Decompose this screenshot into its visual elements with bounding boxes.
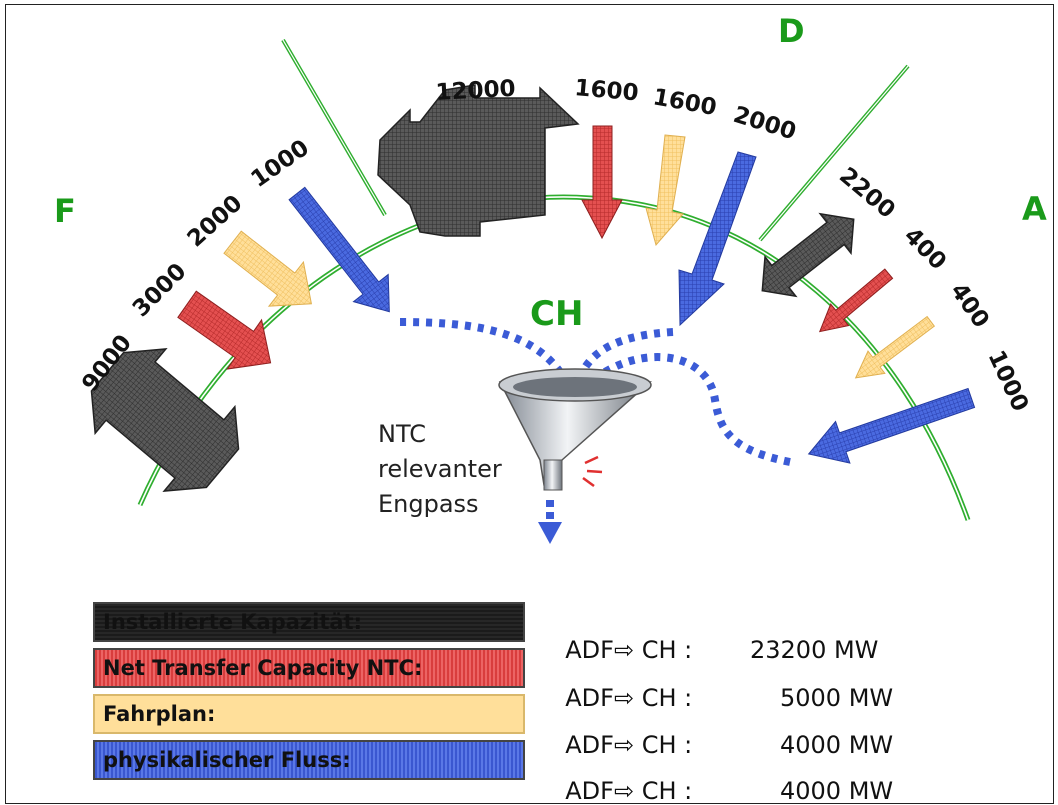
arrow-d-ntc bbox=[581, 125, 623, 240]
funnel-note-line2: relevanter bbox=[378, 455, 502, 483]
legend-flow-route: ADF⇨ CH : bbox=[565, 777, 693, 805]
country-f: F bbox=[54, 192, 76, 230]
legend-ntc-value-row: ADF⇨ CH : 5000 MW bbox=[550, 656, 893, 712]
arrow-a-flow bbox=[807, 387, 976, 464]
funnel-note-line1: NTC bbox=[378, 420, 426, 448]
country-ch: CH bbox=[530, 294, 583, 334]
value-d-installed: 12000 bbox=[435, 76, 516, 106]
country-d: D bbox=[778, 12, 805, 50]
legend-installed-label: Installierte Kapazität: bbox=[93, 602, 525, 642]
arrow-d-plan bbox=[645, 134, 686, 247]
value-d-ntc: 1600 bbox=[573, 75, 639, 106]
arrow-a-plan bbox=[854, 315, 936, 379]
value-a-installed: 2200 bbox=[834, 163, 900, 224]
value-f-flow: 1000 bbox=[247, 135, 314, 193]
value-a-ntc: 400 bbox=[899, 223, 951, 275]
legend-ntc-value: 5000 MW bbox=[780, 684, 894, 712]
flow-paths bbox=[399, 318, 791, 466]
arrow-f-plan bbox=[223, 230, 312, 307]
legend-installed-value: 23200 MW bbox=[750, 636, 879, 664]
funnel-note-line3: Engpass bbox=[378, 490, 479, 518]
arrow-f-flow bbox=[288, 186, 390, 313]
value-a-flow: 1000 bbox=[983, 347, 1034, 416]
legend-installed-route: ADF⇨ CH : bbox=[565, 636, 693, 664]
legend-flow-value: 4000 MW bbox=[780, 777, 894, 805]
legend-plan-value: 4000 MW bbox=[780, 731, 894, 759]
legend-installed-value-row: ADF⇨ CH : 23200 MW bbox=[550, 608, 878, 664]
value-a-plan: 400 bbox=[945, 279, 994, 333]
legend-flow-value-row: ADF⇨ CH : 4000 MW bbox=[550, 749, 893, 805]
legend-plan-label: Fahrplan: bbox=[93, 694, 525, 734]
value-d-flow: 2000 bbox=[730, 102, 799, 146]
legend-flow-label: physikalischer Fluss: bbox=[93, 740, 525, 780]
arrow-f-installed bbox=[90, 348, 240, 492]
value-d-plan: 1600 bbox=[651, 84, 719, 121]
legend-ntc-route: ADF⇨ CH : bbox=[565, 684, 693, 712]
legend-plan-route: ADF⇨ CH : bbox=[565, 731, 693, 759]
legend-plan-value-row: ADF⇨ CH : 4000 MW bbox=[550, 703, 893, 759]
funnel-icon bbox=[498, 368, 652, 544]
legend-ntc-label: Net Transfer Capacity NTC: bbox=[93, 648, 525, 688]
arrow-a-installed bbox=[761, 212, 855, 298]
country-a: A bbox=[1022, 190, 1047, 228]
arrow-d-flow bbox=[678, 151, 757, 327]
arrow-f-ntc bbox=[177, 290, 272, 370]
arrow-d-installed bbox=[377, 84, 580, 237]
arrow-a-ntc bbox=[818, 268, 894, 333]
